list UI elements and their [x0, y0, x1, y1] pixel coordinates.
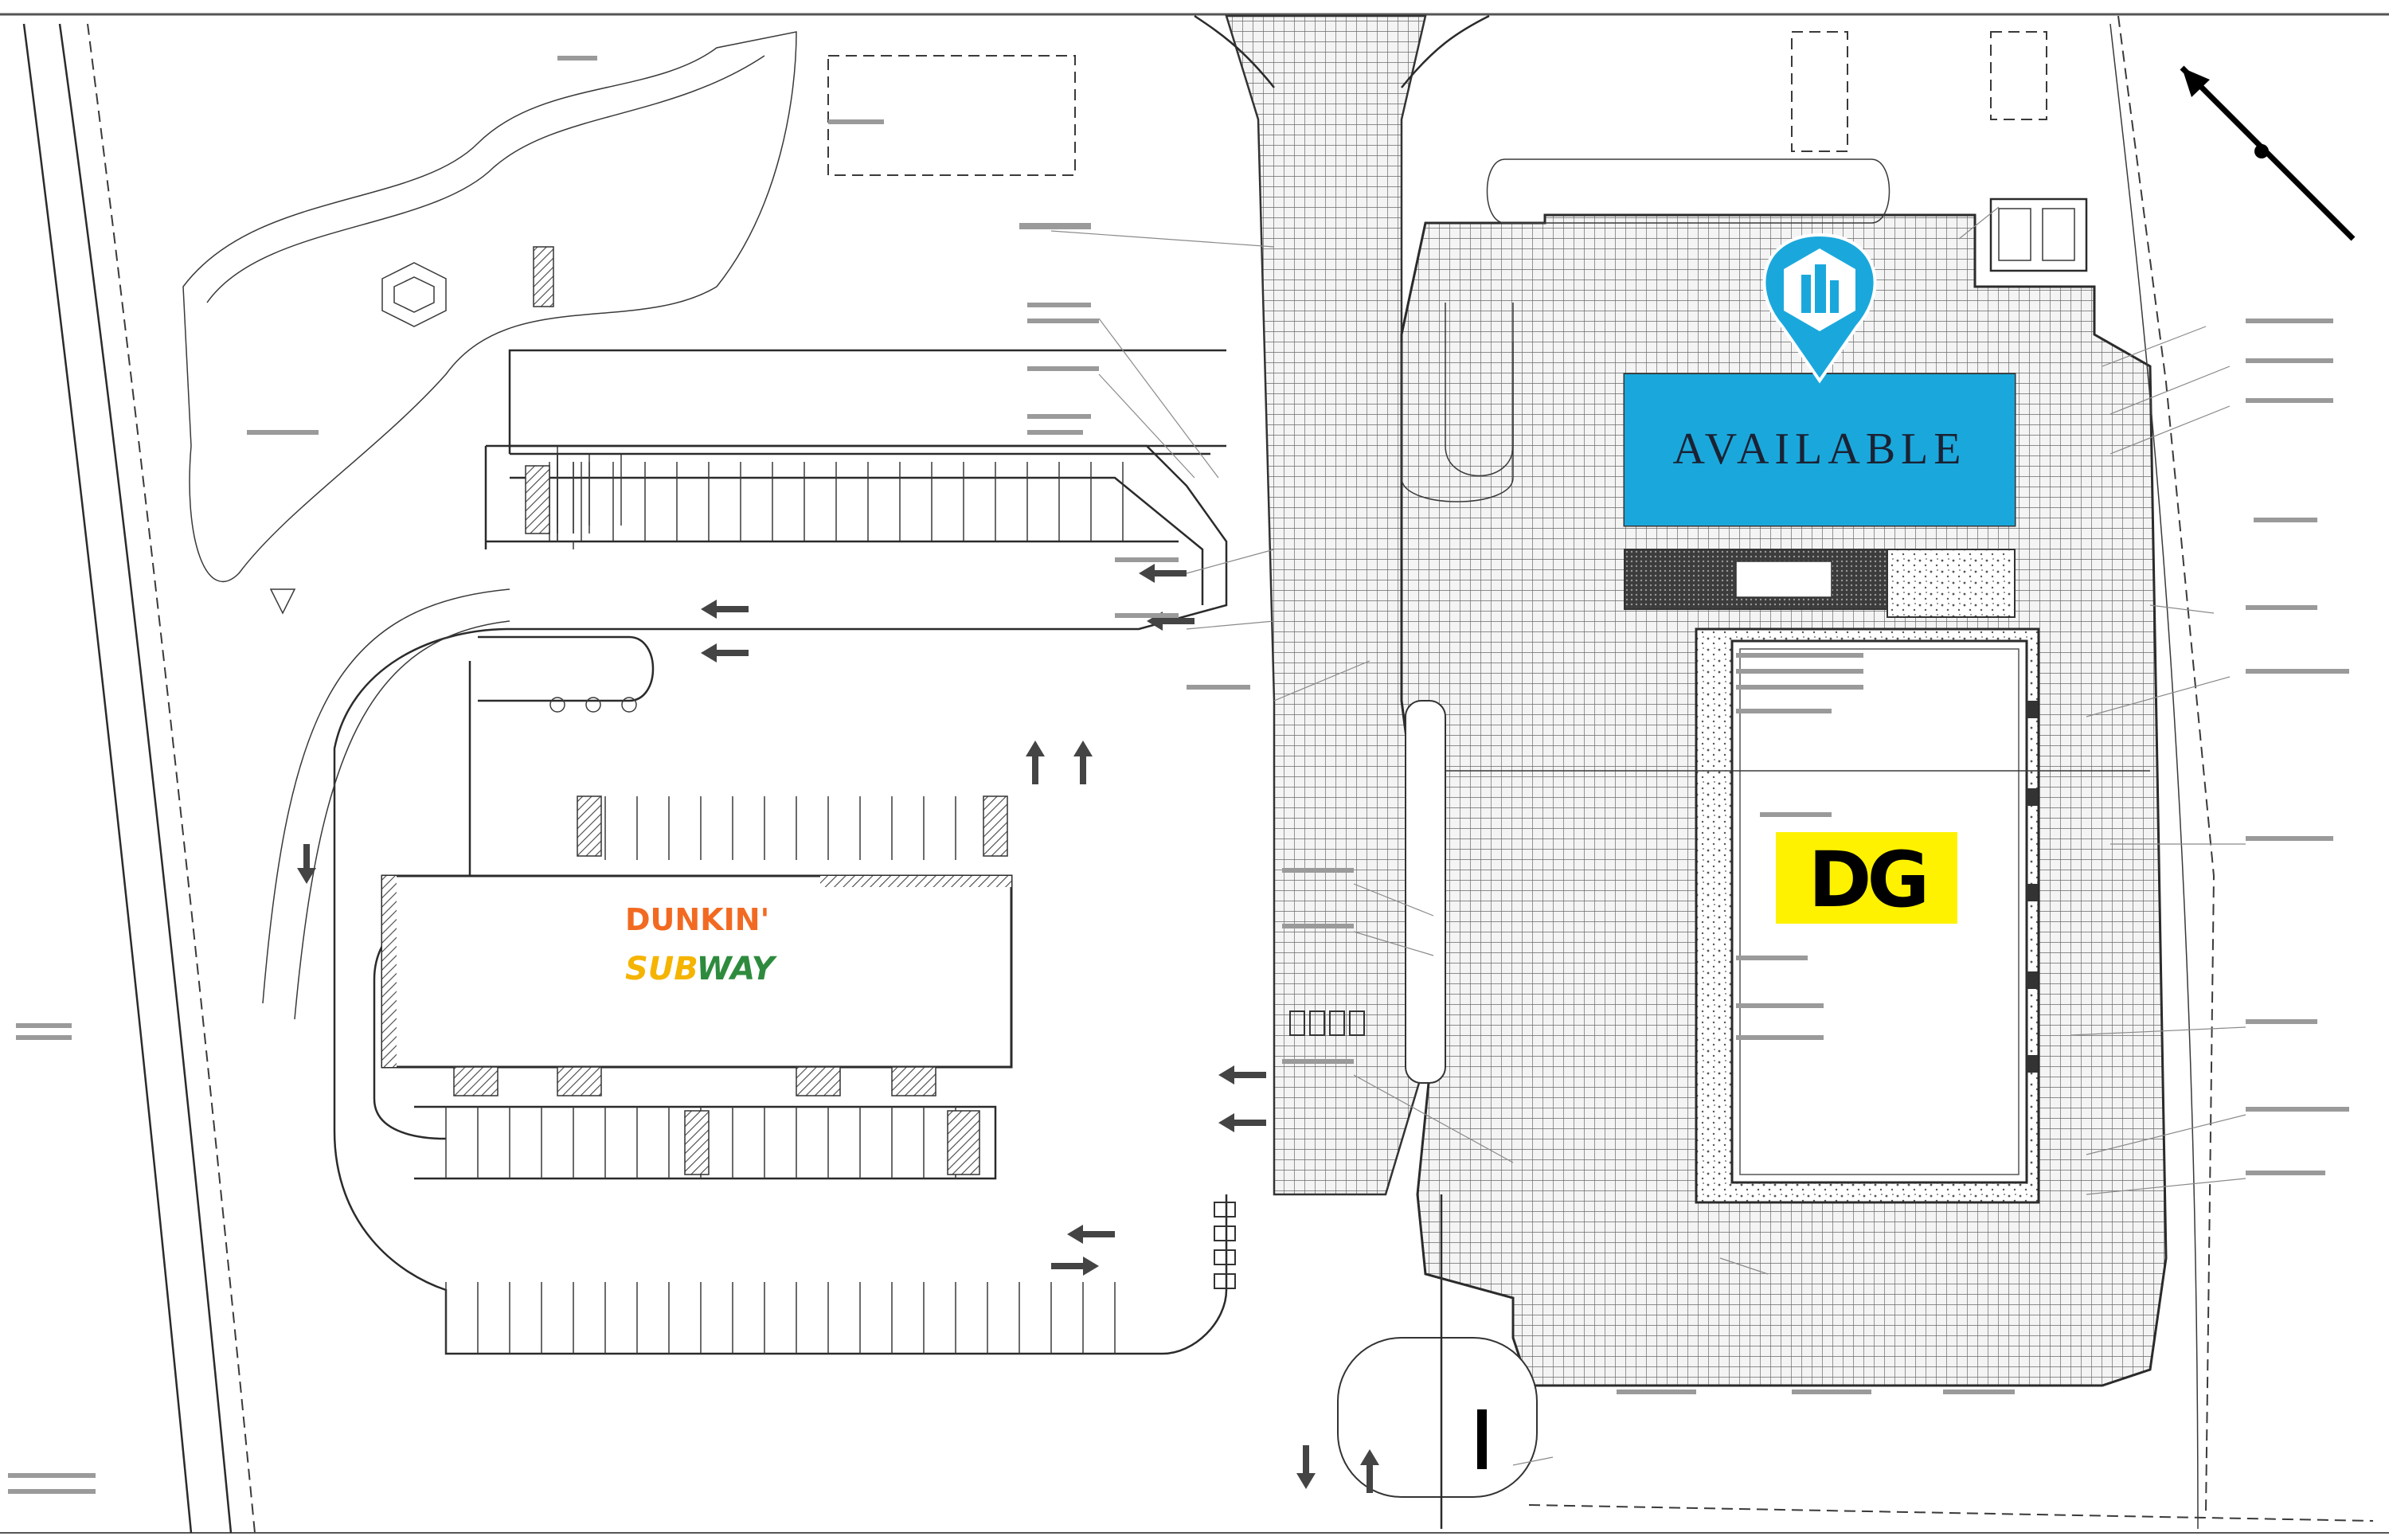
north-arrow-icon	[2180, 65, 2356, 241]
dunkin-logo: DUNKIN'	[625, 902, 769, 937]
subway-logo: SUBWAY	[625, 951, 778, 987]
location-pin-icon[interactable]	[1762, 233, 1877, 384]
available-space-box[interactable]	[1625, 374, 2015, 526]
subway-logo-part1: SUB	[625, 951, 697, 987]
building-icon	[1801, 264, 1839, 313]
available-label: AVAILABLE	[1673, 424, 1967, 474]
subway-logo-part2: WAY	[697, 951, 778, 987]
dollar-general-logo: DG	[1808, 835, 1925, 924]
dollar-general-logo-box	[1776, 832, 1957, 924]
